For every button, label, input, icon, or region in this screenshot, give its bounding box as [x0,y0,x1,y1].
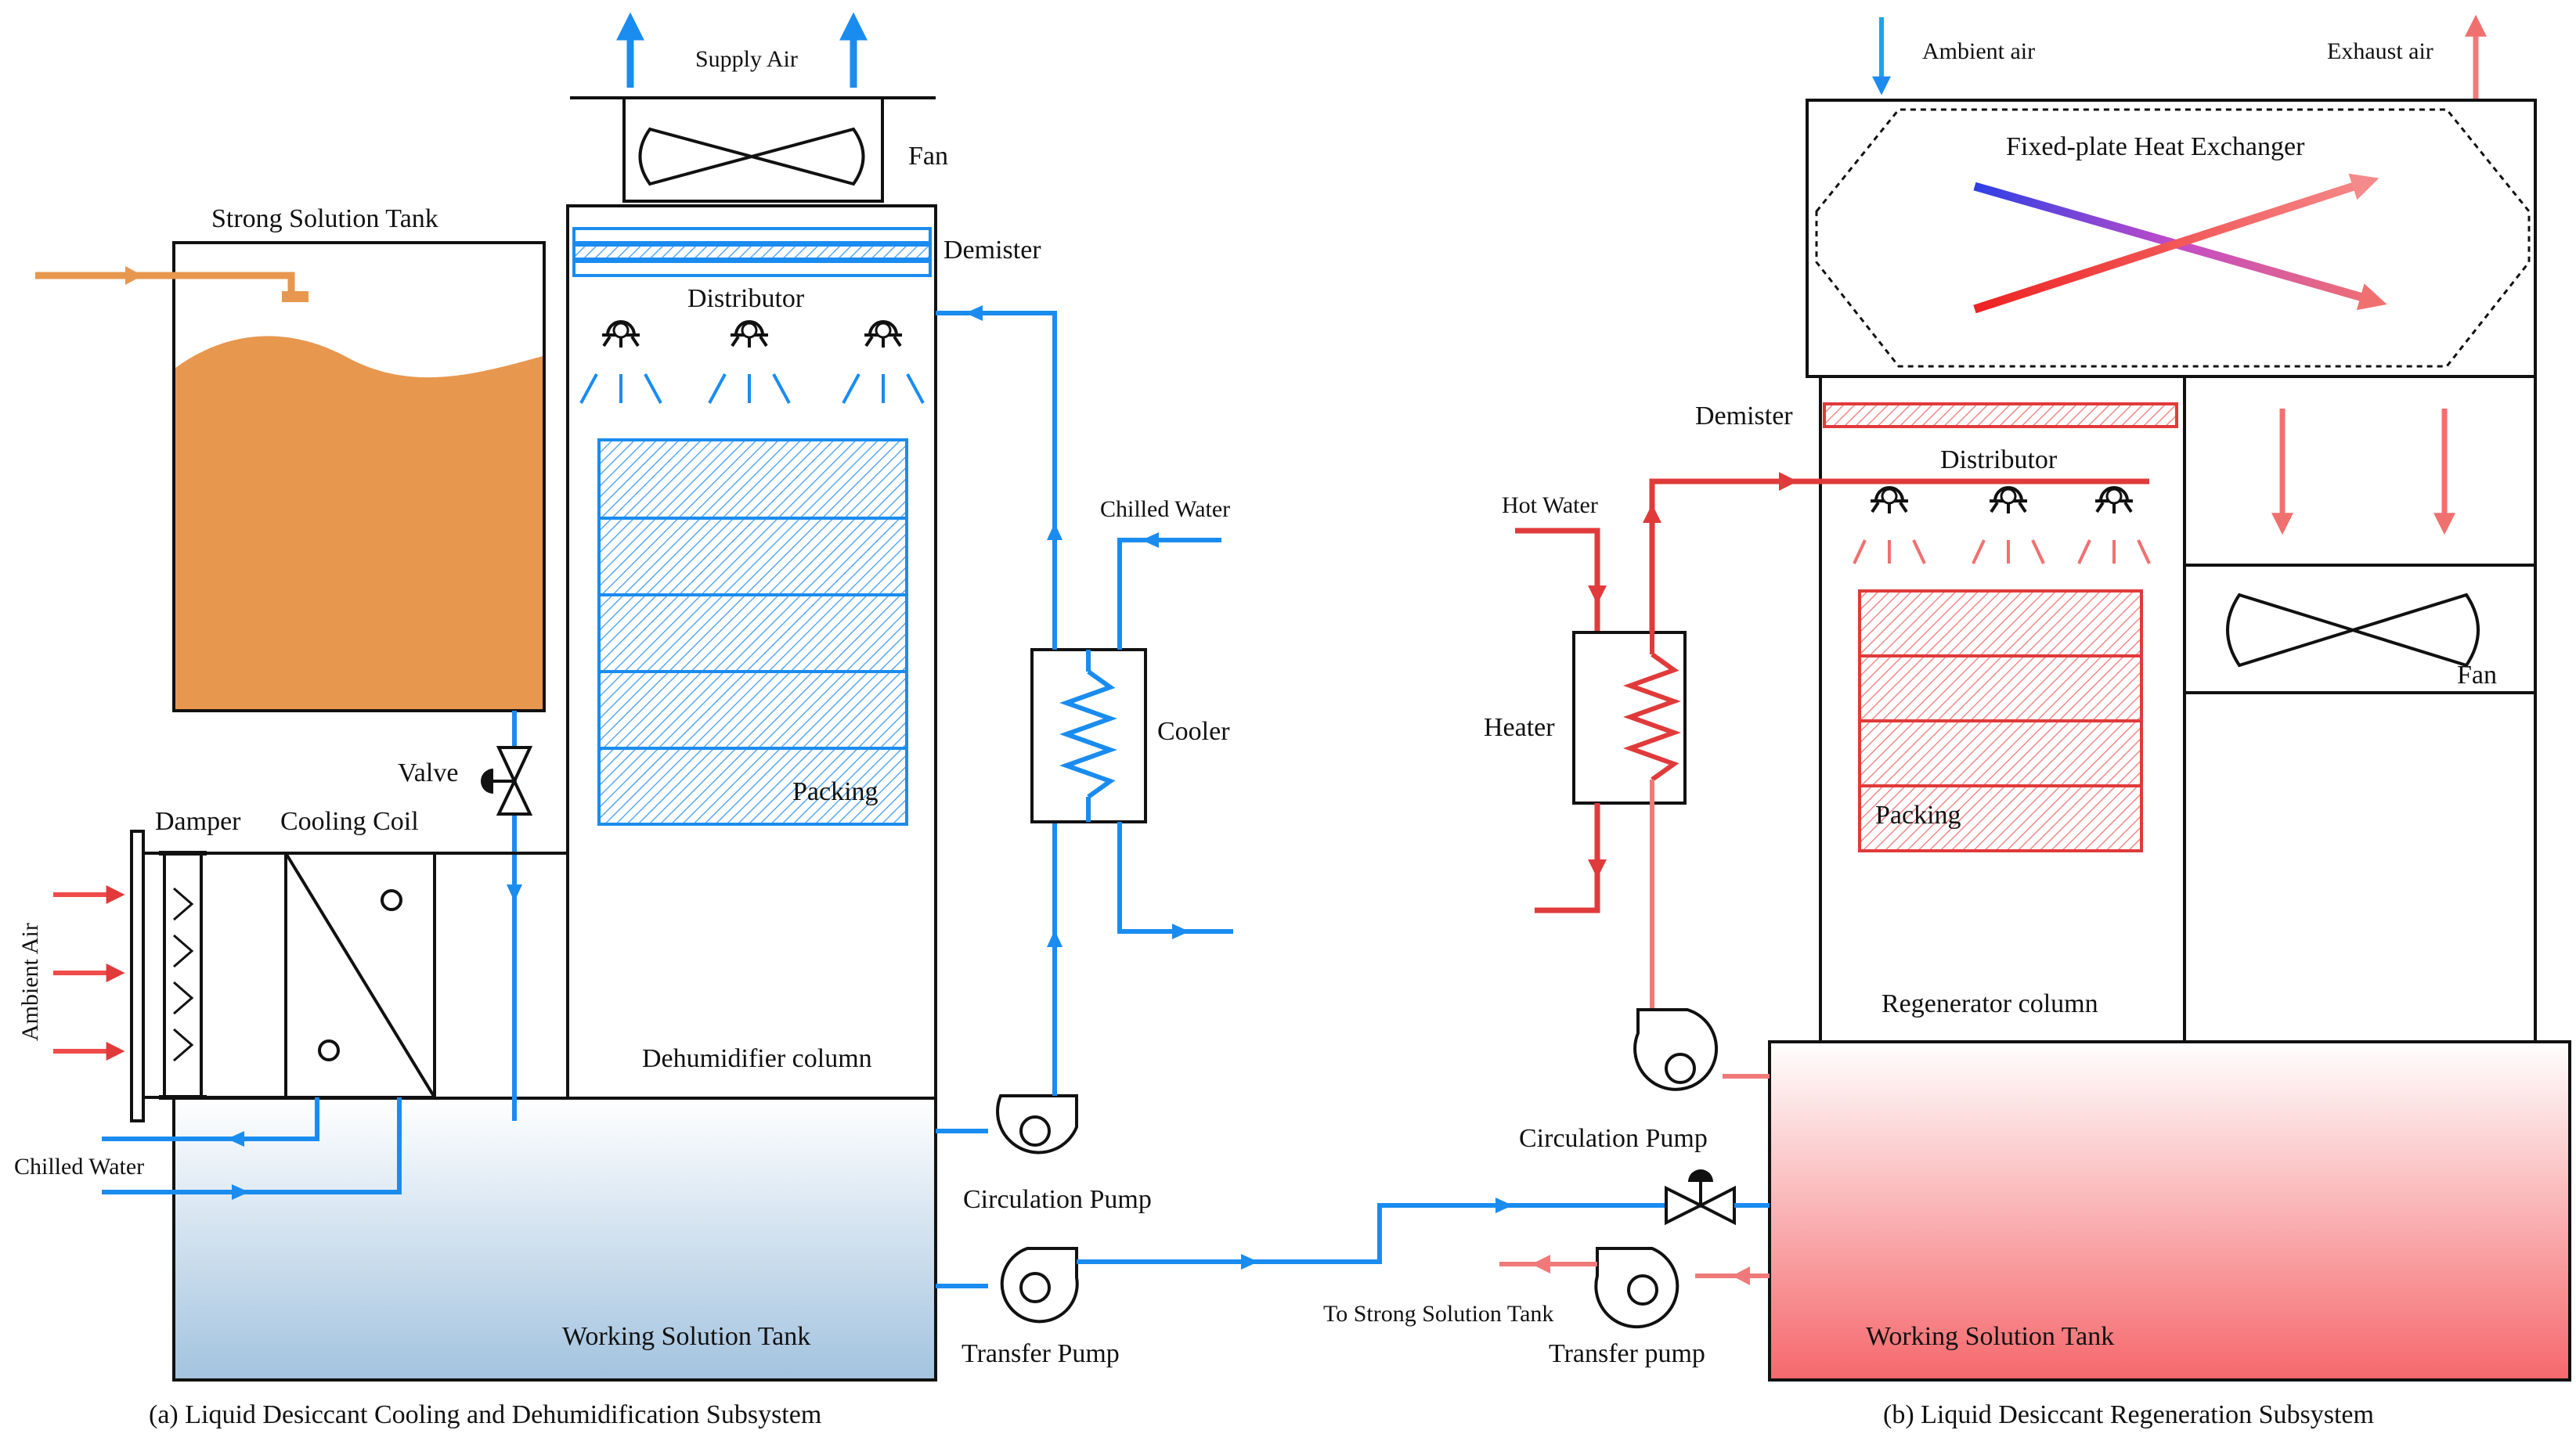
label-cooler: Cooler [1157,717,1230,746]
hot-water-out-pipe [1535,803,1600,913]
label-strong-solution-tank: Strong Solution Tank [211,204,438,233]
cooler-chilled-out-pipe [1117,822,1233,934]
orange-nozzle [282,291,308,302]
packing-right [1858,589,2143,852]
distributor-right-arrow [1779,472,1798,491]
valve-right-icon [1665,1169,1736,1226]
heater-to-distributor-pipe [1649,478,2149,632]
transfer-pump-right-arrow-in [1732,1266,1750,1285]
label-hot-water: Hot Water [1502,492,1598,518]
transfer-pump-left-icon [1000,1247,1079,1324]
hot-water-in-arrow [1588,585,1607,604]
label-valve: Valve [398,758,458,787]
hot-water-in-pipe [1515,528,1600,632]
sprinklers-left [601,320,904,349]
right-subsystem: Ambient air Exhaust air Fixed-plate Heat… [1484,14,2571,1429]
chilled-water-supply-pipe [102,1097,402,1194]
circulation-pump-right-icon [1633,1008,1719,1091]
heat-exchanger-diamond [1815,108,2531,368]
circ-to-cooler-arrow [1047,930,1063,947]
demister-left [572,227,932,277]
circulation-pump-left-icon [996,1094,1078,1155]
label-distributor-left: Distributor [687,284,805,313]
working-solution-tank-left [172,1097,937,1382]
damper-blades [173,887,194,1062]
label-packing-left: Packing [792,777,879,806]
label-fan: Fan [908,142,948,171]
label-ambient-air-left: Ambient Air [17,923,43,1041]
cooling-coil-port-top [381,889,402,911]
sprinklers-right [1869,486,2134,515]
distributor-inlet-arrow [965,305,983,321]
chilled-water-supply-arrow [232,1184,249,1200]
label-heater: Heater [1484,713,1555,742]
label-transfer-pump-left: Transfer Pump [961,1339,1120,1368]
label-working-solution-tank-right: Working Solution Tank [1866,1322,2114,1351]
cooling-coil-port-bottom [318,1039,340,1061]
heater-up-arrow [1643,504,1661,523]
orange-inlet-arrow [125,266,143,285]
label-demister-right: Demister [1695,402,1793,430]
cooler-chilled-in-arrow [1142,532,1159,548]
spray-left [579,373,925,404]
transfer-to-strong-pipe [1077,1203,1766,1264]
chilled-water-return-pipe [102,1097,319,1141]
drop-pipe-arrow [507,884,522,902]
ambient-air-arrows-left [53,885,125,1061]
transfer-pump-right-arrow-out [1532,1255,1550,1273]
label-circulation-pump-right: Circulation Pump [1519,1124,1708,1153]
fan-housing [622,96,884,203]
label-packing-right: Packing [1875,801,1961,830]
transfer-arrow-2 [1495,1198,1513,1213]
demister-right [1823,402,2178,428]
hx-stream-hot [1973,173,2379,314]
damper-body [163,852,203,1099]
cooling-coil-diagonal [284,852,436,1099]
label-to-strong-tank: To Strong Solution Tank [1323,1301,1553,1327]
packing-left [597,438,908,826]
label-chilled-water-bottom: Chilled Water [14,1154,144,1180]
label-exhaust-air: Exhaust air [2327,38,2433,64]
label-fan-right: Fan [2457,661,2497,690]
cooler-to-distributor-pipe [936,311,1057,650]
heater-coil-icon [1623,652,1681,782]
cooler-chilled-out-arrow [1172,924,1189,939]
caption-right: (b) Liquid Desiccant Regeneration Subsys… [1883,1400,2374,1429]
caption-left: (a) Liquid Desiccant Cooling and Dehumid… [149,1400,821,1429]
cooler-chilled-in-pipe [1117,538,1221,650]
chilled-water-return-arrow [227,1131,244,1147]
label-heat-exchanger: Fixed-plate Heat Exchanger [2006,132,2305,161]
valve-icon [481,746,533,816]
transfer-line: To Strong Solution Tank [1077,1198,1766,1327]
label-cooling-coil: Cooling Coil [280,807,419,836]
spray-right [1853,539,2151,564]
transfer-arrow-1 [1241,1254,1258,1270]
label-dehumidifier-column: Dehumidifier column [642,1044,872,1073]
cooler-coil-icon [1059,669,1117,799]
fan-right-icon [2226,593,2480,668]
hot-water-out-arrow [1588,859,1607,878]
fan-section-right [2183,375,2537,1043]
label-supply-air: Supply Air [695,46,798,72]
label-damper: Damper [155,807,241,836]
fan-icon [638,127,865,186]
strong-solution-liquid [175,336,543,709]
label-distributor-right: Distributor [1940,445,2058,474]
label-transfer-pump-right: Transfer pump [1549,1339,1705,1368]
working-solution-tank-right [1768,1040,2571,1382]
transfer-pump-right-icon [1594,1247,1679,1329]
label-ambient-air-right: Ambient air [1922,38,2035,64]
label-regenerator-column: Regenerator column [1881,989,2098,1018]
cooler-up-arrow [1047,523,1063,540]
left-subsystem: Supply Air Fan Demister Distributor [14,12,1233,1429]
label-chilled-water-top: Chilled Water [1100,496,1230,522]
damper-frame-plate [130,830,145,1122]
label-working-solution-tank-left: Working Solution Tank [562,1322,810,1351]
label-circulation-pump-left: Circulation Pump [963,1185,1152,1214]
label-demister-left: Demister [943,236,1041,265]
